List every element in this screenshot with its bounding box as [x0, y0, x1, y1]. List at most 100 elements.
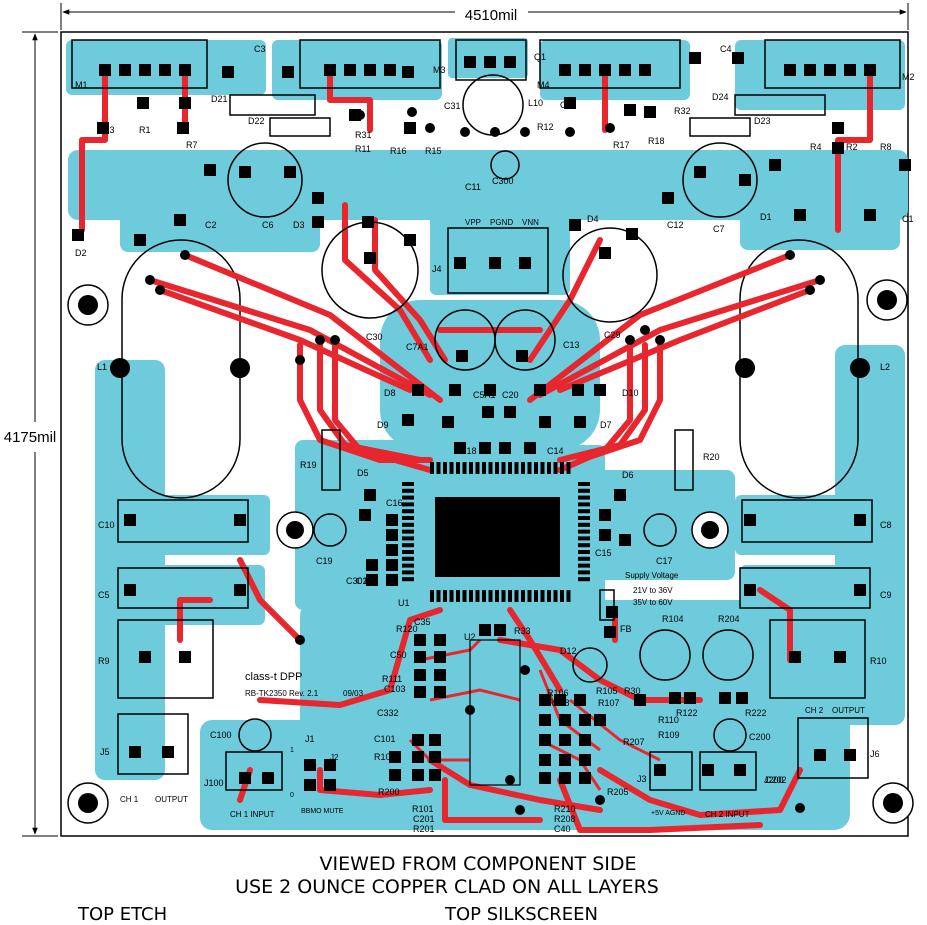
dimension-height — [22, 31, 58, 837]
footer-top-etch: TOP ETCH — [77, 904, 167, 925]
refdes-j1: J1 — [305, 734, 315, 744]
refdes-r32: R32 — [674, 106, 691, 116]
refdes-r11: R11 — [355, 144, 371, 154]
refdes-d4: D4 — [587, 214, 599, 224]
refdes-c5: C5 — [98, 590, 110, 600]
refdes-c11: C11 — [465, 182, 481, 192]
refdes-c300: C300 — [492, 176, 514, 186]
refdes-r104: R104 — [662, 614, 684, 624]
refdes-c3: C3 — [254, 44, 266, 54]
component-outlines — [71, 39, 901, 791]
refdes-r100: R100 — [374, 752, 396, 762]
refdes-c15: C15 — [595, 548, 612, 558]
refdes-r16: R16 — [390, 146, 407, 156]
refdes-c35: C35 — [414, 617, 431, 627]
refdes-m1: M1 — [75, 80, 88, 90]
refdes-j100: J100 — [204, 778, 224, 788]
refdes-m2: M2 — [902, 72, 915, 82]
refdes-r15: R15 — [425, 146, 442, 156]
footer-line1: VIEWED FROM COMPONENT SIDE — [320, 853, 637, 875]
refdes-u1: U1 — [398, 598, 410, 608]
refdes-c4: C4 — [720, 44, 732, 54]
refdes-c200: C200 — [749, 732, 771, 742]
refdes-r110: R110 — [658, 715, 679, 725]
j6-label-ch2: CH 2 — [805, 706, 824, 715]
copper-traces — [79, 67, 873, 833]
board-date: 09/03 — [343, 689, 364, 698]
j2-label: J2 — [330, 753, 339, 762]
refdes-j3: J3 — [637, 774, 647, 784]
refdes-c7a1: C7A1 — [406, 342, 429, 352]
refdes-d2: D2 — [75, 248, 87, 258]
board-title: class-t DPP — [245, 671, 302, 683]
refdes-r10: R10 — [870, 656, 887, 666]
refdes-r120: R120 — [396, 624, 418, 634]
refdes-r30: R30 — [624, 686, 641, 696]
refdes-d8: D8 — [384, 388, 396, 398]
refdes-r210: R210 — [554, 804, 576, 814]
refdes-c101: C101 — [374, 734, 396, 744]
refdes-c16: C16 — [386, 498, 403, 508]
supply-voltage-title: Supply Voltage — [625, 571, 679, 580]
refdes-r201: R201 — [413, 824, 435, 834]
refdes-c6: C6 — [262, 220, 274, 230]
refdes-c2: C2 — [205, 220, 217, 230]
refdes-c301: C301 — [346, 576, 368, 586]
refdes-c103: C103 — [384, 684, 406, 694]
refdes-r31: R31 — [355, 130, 372, 140]
refdes-c10: C10 — [98, 520, 115, 530]
refdes-r111: R111 — [382, 674, 402, 684]
refdes-d9: D9 — [377, 420, 389, 430]
refdes-d12: D12 — [560, 646, 577, 656]
refdes-l1: L1 — [97, 362, 107, 372]
refdes-c19: C19 — [316, 556, 333, 566]
refdes-l2: L2 — [880, 362, 890, 372]
refdes-r17: R17 — [613, 140, 630, 150]
refdes-c100: C100 — [210, 730, 232, 740]
j6-label-output: OUTPUT — [832, 706, 865, 715]
refdes-c27: C27 — [356, 576, 373, 586]
j1-mute-label: BBMO MUTE — [301, 808, 344, 815]
refdes-m3: M3 — [433, 65, 446, 75]
refdes-r207: R207 — [623, 737, 645, 747]
refdes-c50: C50 — [390, 650, 407, 660]
j100-input-label: CH 1 INPUT — [230, 810, 275, 819]
refdes-c40: C40 — [554, 824, 571, 834]
refdes-c5a1: C5A1 — [473, 390, 496, 400]
refdes-c202: C202 — [765, 775, 787, 785]
refdes-r8: R8 — [880, 142, 892, 152]
dimension-width — [60, 3, 909, 30]
refdes-r20: R20 — [703, 452, 720, 462]
refdes-r108: R108 — [548, 698, 570, 708]
refdes-r122: R122 — [676, 708, 698, 718]
ic-u1 — [435, 497, 560, 577]
refdes-r107: R107 — [598, 698, 620, 708]
refdes-c332: C332 — [377, 708, 399, 718]
refdes-j4: J4 — [432, 264, 442, 274]
refdes-u2: U2 — [464, 632, 476, 642]
j1-pin-0: 0 — [290, 792, 294, 799]
refdes-r4: R4 — [810, 142, 822, 152]
supply-voltage-range2: 35V to 60V — [633, 598, 673, 607]
refdes-c17: C17 — [656, 556, 673, 566]
j5-label-output: OUTPUT — [155, 795, 188, 804]
refdes-c12: C12 — [667, 220, 684, 230]
refdes-r3: R3 — [103, 125, 115, 135]
ic-u1-pins — [402, 462, 590, 602]
j4-pin-pgnd: PGND — [490, 218, 513, 227]
refdes-d3: D3 — [293, 220, 305, 230]
refdes-r208: R208 — [554, 814, 576, 824]
refdes-d24: D24 — [712, 92, 729, 102]
refdes-d5: D5 — [357, 468, 369, 478]
refdes-c30: C30 — [366, 332, 383, 342]
refdes-r19: R19 — [300, 460, 317, 470]
footer-line2: USE 2 OUNCE COPPER CLAD ON ALL LAYERS — [235, 876, 659, 898]
component-pads — [72, 52, 911, 815]
board-revision: RB-TK2350 Rev. 2.1 — [245, 689, 319, 698]
j200-input-label: CH 2 INPUT — [705, 810, 750, 819]
refdes-c31: C31 — [444, 101, 461, 111]
j5-label-ch1: CH 1 — [120, 795, 139, 804]
refdes-c9: C9 — [880, 590, 892, 600]
